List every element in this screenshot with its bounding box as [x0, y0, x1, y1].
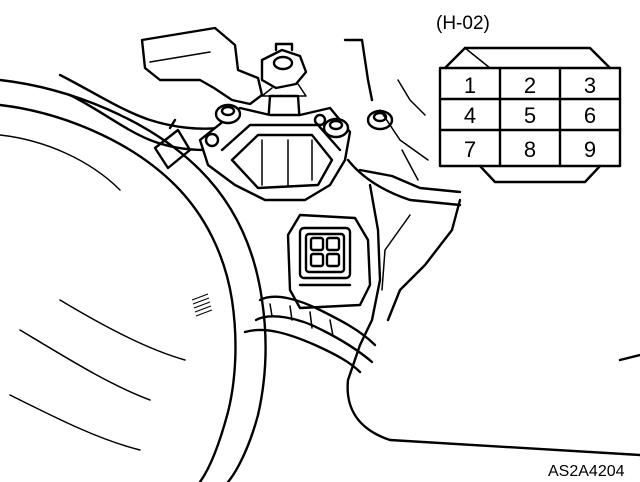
pin-2: 2: [524, 73, 536, 98]
connector-title: (H-02): [436, 13, 490, 34]
pin-7: 7: [464, 137, 476, 162]
pin-4: 4: [464, 103, 476, 128]
cross-tube: [153, 118, 192, 170]
pin-5: 5: [524, 103, 536, 128]
upper-hose: [58, 26, 264, 152]
harness-connector: [286, 213, 372, 310]
lower-housing: [346, 183, 640, 457]
mounting-bolts: [214, 103, 394, 139]
pin-1: 1: [464, 73, 476, 98]
pin-8: 8: [524, 137, 536, 162]
right-bracket: [343, 38, 462, 207]
pin-9: 9: [584, 137, 596, 162]
pin-6: 6: [584, 103, 596, 128]
body-panel: [0, 78, 267, 482]
pin-3: 3: [584, 73, 596, 98]
figure-code: AS2A4204: [548, 463, 625, 480]
hatched-rib: [191, 293, 213, 317]
top-bolt: [260, 42, 308, 97]
range-switch: [198, 94, 352, 202]
connector-diagram: (H-02) 1 2 3 4 5 6 7 8 9: [436, 13, 622, 184]
